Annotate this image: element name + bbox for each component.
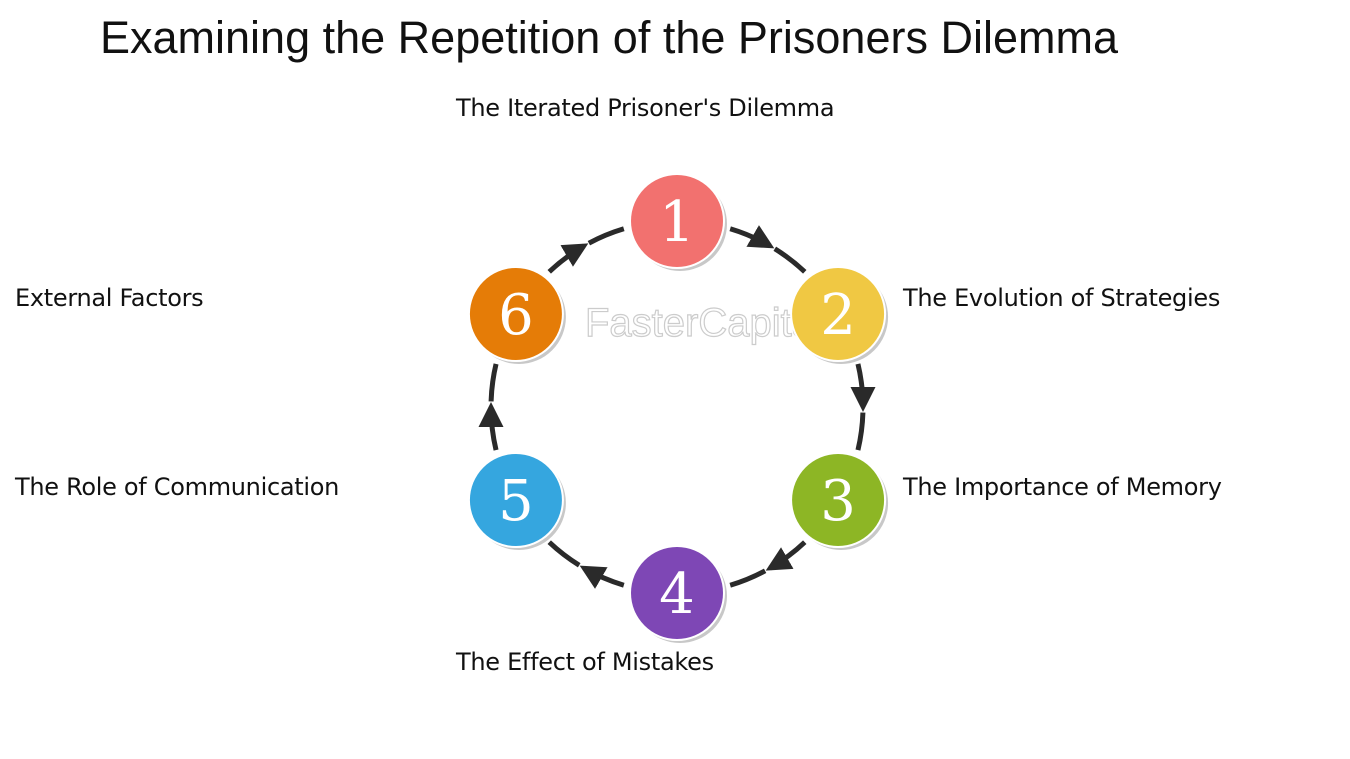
step-number: 5 bbox=[498, 469, 534, 534]
step-node-4: 4 bbox=[629, 545, 727, 643]
step-node-1: 1 bbox=[629, 173, 727, 271]
step-label-3: The Importance of Memory bbox=[903, 473, 1222, 501]
watermark-logo: FasterCapital bbox=[585, 301, 823, 345]
step-node-5: 5 bbox=[467, 452, 566, 550]
step-number: 6 bbox=[498, 283, 534, 348]
step-number: 2 bbox=[820, 283, 856, 348]
step-circle bbox=[792, 268, 885, 360]
cycle-arc-segment bbox=[773, 246, 807, 274]
step-label-6: External Factors bbox=[15, 284, 204, 312]
cycle-arrow bbox=[850, 363, 876, 412]
step-label-1: The Iterated Prisoner's Dilemma bbox=[456, 94, 835, 122]
step-label-5: The Role of Communication bbox=[15, 473, 340, 501]
step-circle bbox=[469, 268, 562, 360]
step-circle bbox=[631, 547, 723, 639]
cycle-arc-segment bbox=[488, 363, 499, 402]
step-label-2: The Evolution of Strategies bbox=[903, 284, 1221, 312]
step-number: 1 bbox=[659, 190, 695, 255]
step-number: 4 bbox=[659, 562, 695, 627]
step-circle bbox=[792, 454, 885, 546]
cycle-arrow bbox=[478, 402, 504, 451]
cycle-arc-segment bbox=[587, 226, 625, 246]
cycle-arrow bbox=[729, 225, 775, 249]
cycle-arc-segment bbox=[729, 568, 767, 588]
step-node-6: 6 bbox=[467, 266, 566, 364]
page-title: Examining the Repetition of the Prisoner… bbox=[100, 12, 1118, 63]
cycle-arc-segment bbox=[547, 540, 581, 568]
step-node-3: 3 bbox=[790, 452, 889, 550]
cycle-arrow bbox=[547, 243, 589, 274]
step-number: 3 bbox=[820, 469, 856, 534]
cycle-arrow bbox=[579, 565, 625, 589]
step-circle bbox=[631, 175, 723, 267]
step-circle bbox=[469, 454, 562, 546]
cycle-arrow bbox=[765, 540, 807, 571]
step-label-4: The Effect of Mistakes bbox=[456, 648, 714, 676]
step-node-2: 2 bbox=[790, 266, 889, 364]
cycle-arc-segment bbox=[855, 412, 866, 451]
